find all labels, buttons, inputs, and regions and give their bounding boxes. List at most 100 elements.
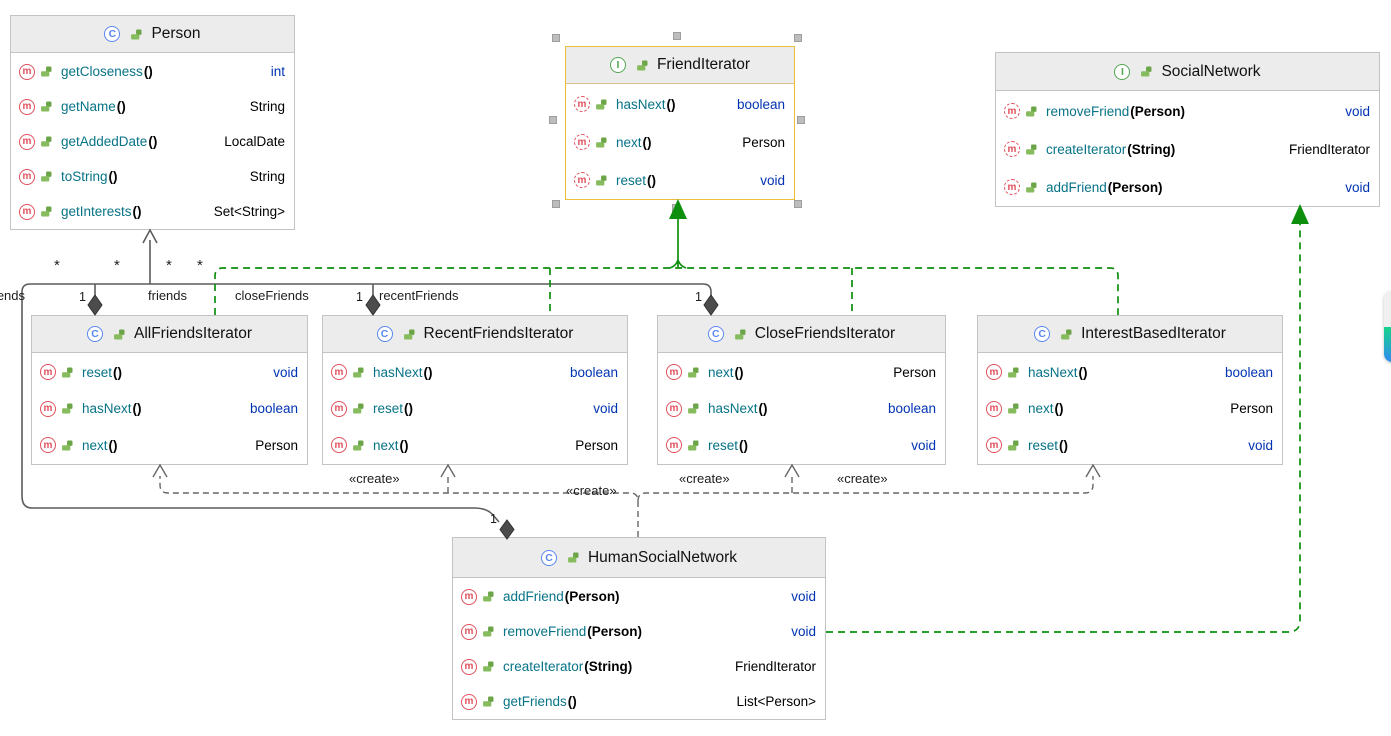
edge-label-create: «create» [349,471,400,486]
method-icon: m [461,658,477,675]
method-icon: m [1004,103,1020,119]
method-icon: m [461,693,477,710]
selection-handle[interactable] [673,32,681,40]
class-header[interactable]: C CloseFriendsIterator [658,316,945,353]
class-name: RecentFriendsIterator [423,325,574,342]
key-icon [1008,403,1019,414]
return-type: void [1248,437,1273,453]
method-params: () [132,204,142,219]
method-params: () [666,96,676,112]
selection-handle[interactable] [552,200,560,208]
class-header[interactable]: C HumanSocialNetwork [453,538,825,578]
method-icon: m [331,437,347,454]
class-header[interactable]: I SocialNetwork [996,53,1379,91]
multiplicity-star: * [54,257,60,274]
class-header[interactable]: C InterestBasedIterator [978,316,1282,353]
class-header[interactable]: C AllFriendsIterator [32,316,307,353]
key-icon [568,552,579,563]
class-header[interactable]: C Person [11,16,294,53]
class-header[interactable]: C RecentFriendsIterator [323,316,627,353]
class-name: InterestBasedIterator [1081,325,1226,342]
selection-handle[interactable] [794,34,802,42]
method-params: (Person) [564,589,620,604]
class-icon: C [86,326,103,342]
method-icon: m [986,437,1002,454]
multiplicity-one: 1 [79,290,86,304]
edge-label-create: «create» [679,471,730,486]
interface-icon: I [1114,63,1131,80]
class-name: AllFriendsIterator [133,325,252,342]
key-icon [41,66,52,77]
return-type: Person [575,437,618,453]
class-icon: C [707,326,724,342]
return-type: Person [893,364,936,380]
return-type: FriendIterator [734,659,816,674]
key-icon [596,137,607,147]
method-icon: m [574,96,590,112]
selection-handle[interactable] [794,200,802,208]
selection-handle[interactable] [549,116,557,124]
method-name: removeFriend [503,624,587,639]
method-name: addFriend [1046,179,1107,195]
method-name: getAddedDate [61,134,148,149]
interface-icon: I [609,57,626,73]
method-params: () [642,134,652,150]
create-dependency-edges[interactable] [159,476,1094,537]
method-params: () [1059,437,1069,453]
method-name: reset [708,437,739,453]
key-icon [1026,182,1037,192]
selection-handle[interactable] [552,34,560,42]
return-type: boolean [249,401,298,417]
key-icon [483,696,494,707]
class-name: FriendIterator [656,56,751,73]
method-icon: m [19,203,35,220]
method-params: () [399,437,409,453]
selection-handle[interactable] [672,204,680,212]
method-params: () [132,401,142,417]
edge-toolbar-widget[interactable] [1384,291,1391,362]
method-params: (String) [1127,141,1176,157]
method-icon: m [19,63,35,80]
return-type: void [791,624,816,639]
return-type: boolean [736,96,785,112]
method-params: () [567,694,577,709]
selection-handle[interactable] [797,116,805,124]
class-header[interactable]: I FriendIterator [566,47,794,84]
